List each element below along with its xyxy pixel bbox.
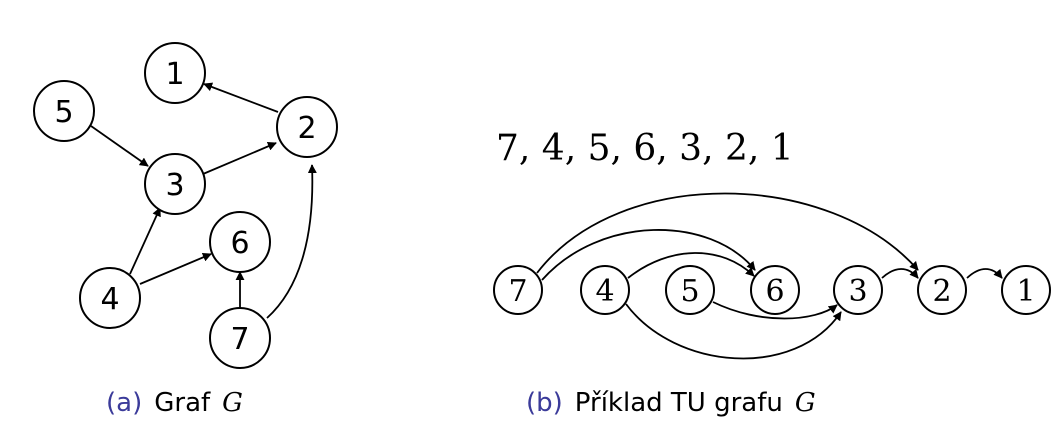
edge-b-4-3 [625, 303, 842, 360]
graph-b: 7, 4, 5, 6, 3, 2, 1 7 4 5 6 3 [493, 128, 1051, 418]
edge-a-4-3 [129, 207, 161, 275]
node-a-6: 6 [209, 211, 271, 273]
svg-text:4: 4 [100, 282, 119, 317]
node-b-1: 1 [1001, 265, 1051, 315]
edge-a-2-1 [203, 82, 279, 113]
caption-a: (a) Graf G [106, 388, 243, 418]
edge-b-7-6 [541, 229, 756, 281]
svg-text:7: 7 [230, 322, 249, 357]
node-b-4: 4 [580, 265, 630, 315]
edge-b-3-2 [881, 268, 919, 279]
svg-text:2: 2 [297, 111, 316, 146]
svg-text:5: 5 [680, 274, 699, 309]
edge-a-7-2 [266, 164, 317, 319]
node-a-2: 2 [276, 96, 338, 158]
caption-b: (b) Příklad TU grafu G [526, 388, 816, 418]
node-a-3: 3 [144, 153, 206, 215]
caption-a-tag: (a) [106, 388, 142, 418]
node-b-5: 5 [665, 265, 715, 315]
node-a-5: 5 [33, 80, 95, 142]
node-b-3: 3 [833, 265, 883, 315]
topological-ordering: 7, 4, 5, 6, 3, 2, 1 [496, 128, 794, 169]
node-b-6: 6 [750, 265, 800, 315]
node-a-4: 4 [79, 267, 141, 329]
caption-b-tag: (b) [526, 388, 563, 418]
node-b-7: 7 [493, 265, 543, 315]
svg-text:2: 2 [932, 274, 951, 309]
graph-b-edges [536, 192, 1003, 360]
svg-text:4: 4 [595, 274, 614, 309]
node-a-7: 7 [209, 307, 271, 369]
caption-b-text: Příklad TU grafu [575, 388, 783, 418]
svg-text:6: 6 [765, 274, 784, 309]
edge-a-3-2 [202, 142, 277, 175]
svg-text:5: 5 [54, 95, 73, 130]
edge-a-4-6 [139, 253, 212, 285]
svg-text:1: 1 [165, 57, 184, 92]
node-b-2: 2 [917, 265, 967, 315]
graph-a: 1 2 3 4 5 6 7 (a) Graf G [33, 42, 338, 418]
caption-a-text: Graf [154, 388, 211, 418]
edge-b-5-3 [712, 301, 838, 320]
graph-a-edges [90, 82, 317, 319]
edge-b-2-1 [966, 268, 1003, 279]
svg-text:6: 6 [230, 226, 249, 261]
svg-text:3: 3 [848, 274, 867, 309]
svg-text:1: 1 [1016, 274, 1035, 309]
caption-a-math: G [222, 388, 243, 418]
node-a-1: 1 [144, 42, 206, 104]
edge-b-7-2 [536, 192, 919, 274]
caption-b-math: G [795, 388, 816, 418]
svg-text:3: 3 [165, 168, 184, 203]
svg-text:7: 7 [508, 274, 527, 309]
edge-b-4-6 [627, 252, 755, 279]
edge-a-5-3 [90, 125, 149, 167]
